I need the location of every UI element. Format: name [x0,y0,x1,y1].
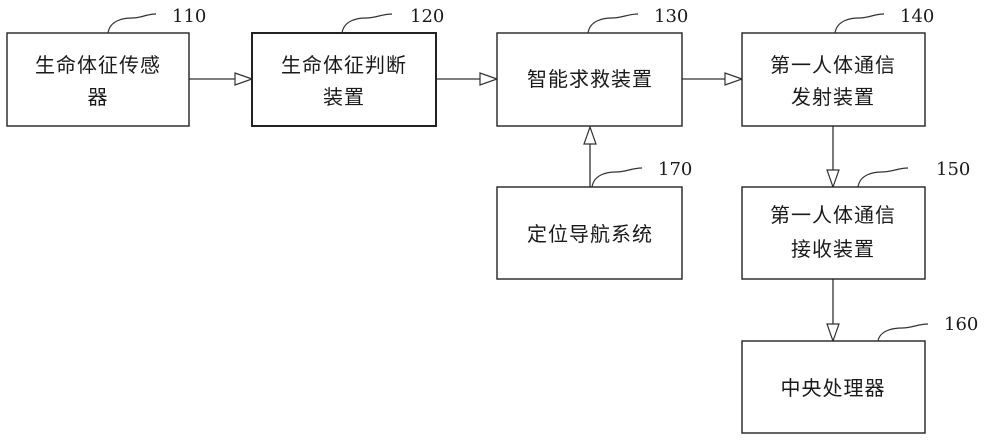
ref-130: 130 [587,6,688,34]
ref-150-label: 150 [936,159,970,180]
connector-150-160 [826,279,840,343]
block-120-vital-sign-judgement: 生命体征判断 装置 [251,32,437,127]
block-170-positioning-navigation: 定位导航系统 [496,186,683,280]
block-150-label-line2: 接收装置 [791,237,875,261]
block-130-smart-rescue-device: 智能求救装置 [496,32,683,127]
ref-140-label: 140 [900,6,934,27]
block-140-label-line2: 发射装置 [791,85,875,109]
ref-120: 120 [341,6,444,34]
block-120-label-line2: 装置 [323,85,365,109]
ref-120-label: 120 [410,6,444,27]
block-130-label: 智能求救装置 [527,67,653,91]
block-160-label: 中央处理器 [781,376,886,400]
block-110-vital-sign-sensor: 生命体征传感 器 [6,32,190,127]
ref-160: 160 [877,314,978,342]
connector-140-150 [826,126,840,189]
connector-130-140 [682,72,744,86]
ref-170: 170 [591,159,692,188]
ref-130-label: 130 [654,6,688,27]
connector-120-130 [436,72,499,86]
ref-110: 110 [107,6,206,34]
block-170-label: 定位导航系统 [527,222,653,246]
block-140-body-comm-transmitter: 第一人体通信 发射装置 [741,32,926,127]
ref-110-label: 110 [172,6,206,27]
ref-160-label: 160 [944,314,978,335]
block-160-central-processor: 中央处理器 [741,340,926,434]
block-110-label-line1: 生命体征传感 [35,53,161,77]
connector-170-130 [583,125,597,187]
block-150-body-comm-receiver: 第一人体通信 接收装置 [741,186,926,280]
block-150-label-line1: 第一人体通信 [770,203,896,227]
ref-140: 140 [834,6,934,34]
block-110-label-line2: 器 [88,85,109,109]
ref-150: 150 [857,159,970,188]
block-140-label-line1: 第一人体通信 [770,53,896,77]
connector-110-120 [189,72,254,86]
block-120-label-line1: 生命体征判断 [281,53,407,77]
ref-170-label: 170 [658,159,692,180]
